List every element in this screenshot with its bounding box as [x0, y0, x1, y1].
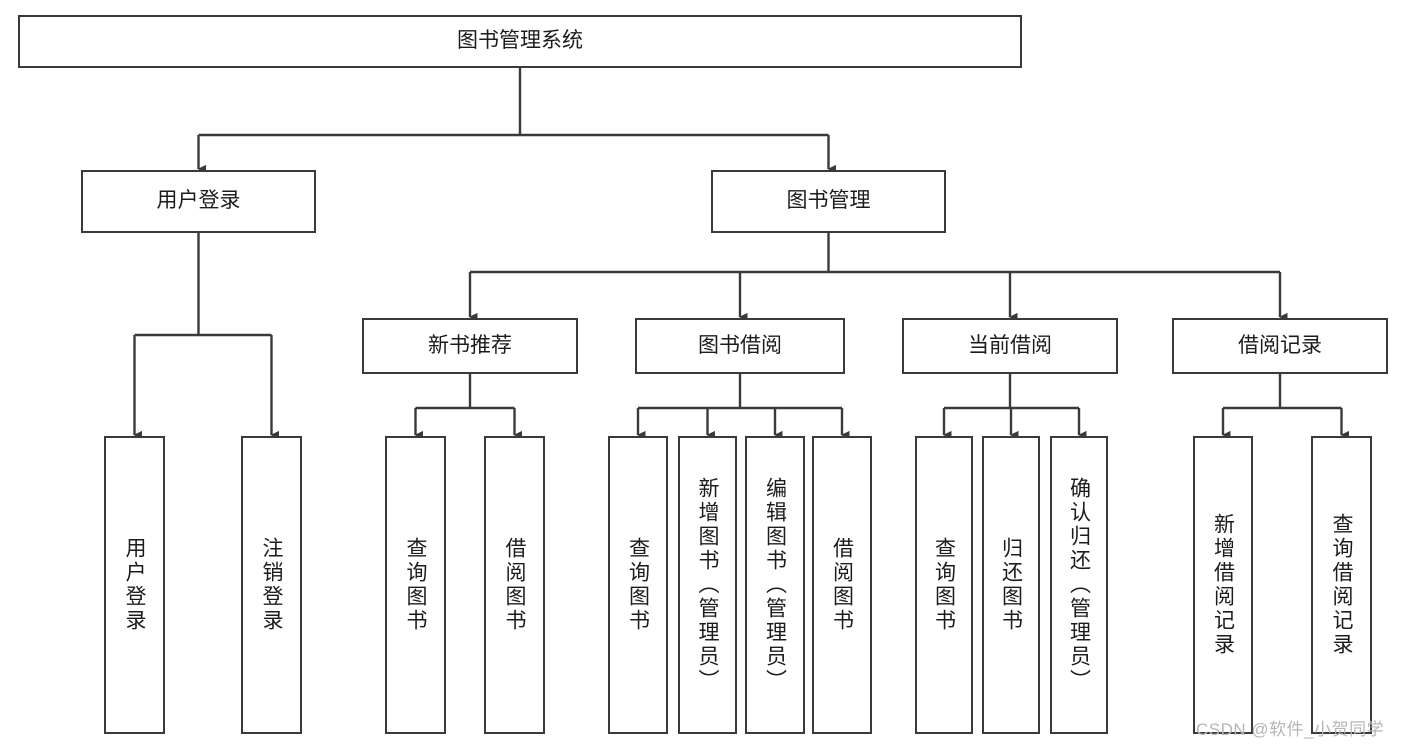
- node-label: 查询借阅记录: [1330, 513, 1353, 657]
- node-label: 归还图书: [999, 537, 1023, 633]
- node-label: 查询图书: [404, 537, 427, 633]
- node-label: 借阅图书: [830, 537, 854, 633]
- node-label: 用户登录: [156, 189, 241, 213]
- node-label: 借阅图书: [503, 537, 526, 633]
- node-leaf-10[interactable]: 归还图书: [982, 436, 1040, 734]
- node-leaf-11[interactable]: 确认归还（管理员）: [1050, 436, 1108, 734]
- node-label: 注销登录: [260, 537, 283, 633]
- node-label: 查询图书: [626, 537, 650, 633]
- node-leaf-8[interactable]: 借阅图书: [812, 436, 872, 734]
- node-label: 查询图书: [932, 537, 956, 633]
- node-leaf-12[interactable]: 新增借阅记录: [1193, 436, 1253, 734]
- edge-group: [133, 68, 1350, 440]
- node-label: 当前借阅: [968, 333, 1052, 357]
- node-borrow[interactable]: 图书借阅: [635, 318, 845, 374]
- node-leaf-1[interactable]: 用户登录: [104, 436, 165, 734]
- node-label: 确认归还（管理员）: [1067, 477, 1091, 693]
- node-leaf-6[interactable]: 新增图书（管理员）: [678, 436, 737, 734]
- node-label: 借阅记录: [1238, 333, 1322, 357]
- node-label: 图书借阅: [698, 333, 782, 357]
- node-label: 编辑图书（管理员）: [763, 477, 787, 693]
- node-label: 新书推荐: [428, 333, 512, 357]
- node-leaf-3[interactable]: 查询图书: [385, 436, 446, 734]
- node-leaf-9[interactable]: 查询图书: [915, 436, 973, 734]
- node-leaf-7[interactable]: 编辑图书（管理员）: [745, 436, 805, 734]
- node-leaf-13[interactable]: 查询借阅记录: [1311, 436, 1372, 734]
- node-root[interactable]: 图书管理系统: [18, 15, 1022, 68]
- node-bookmgmt[interactable]: 图书管理: [711, 170, 946, 233]
- node-label: 新增借阅记录: [1211, 513, 1235, 657]
- node-leaf-2[interactable]: 注销登录: [241, 436, 302, 734]
- node-newbook[interactable]: 新书推荐: [362, 318, 578, 374]
- node-label: 图书管理系统: [457, 29, 583, 53]
- node-label: 新增图书（管理员）: [696, 477, 719, 693]
- node-label: 用户登录: [123, 537, 146, 633]
- node-login[interactable]: 用户登录: [81, 170, 316, 233]
- node-leaf-5[interactable]: 查询图书: [608, 436, 668, 734]
- node-label: 图书管理: [786, 189, 871, 213]
- node-records[interactable]: 借阅记录: [1172, 318, 1388, 374]
- node-leaf-4[interactable]: 借阅图书: [484, 436, 545, 734]
- node-current[interactable]: 当前借阅: [902, 318, 1118, 374]
